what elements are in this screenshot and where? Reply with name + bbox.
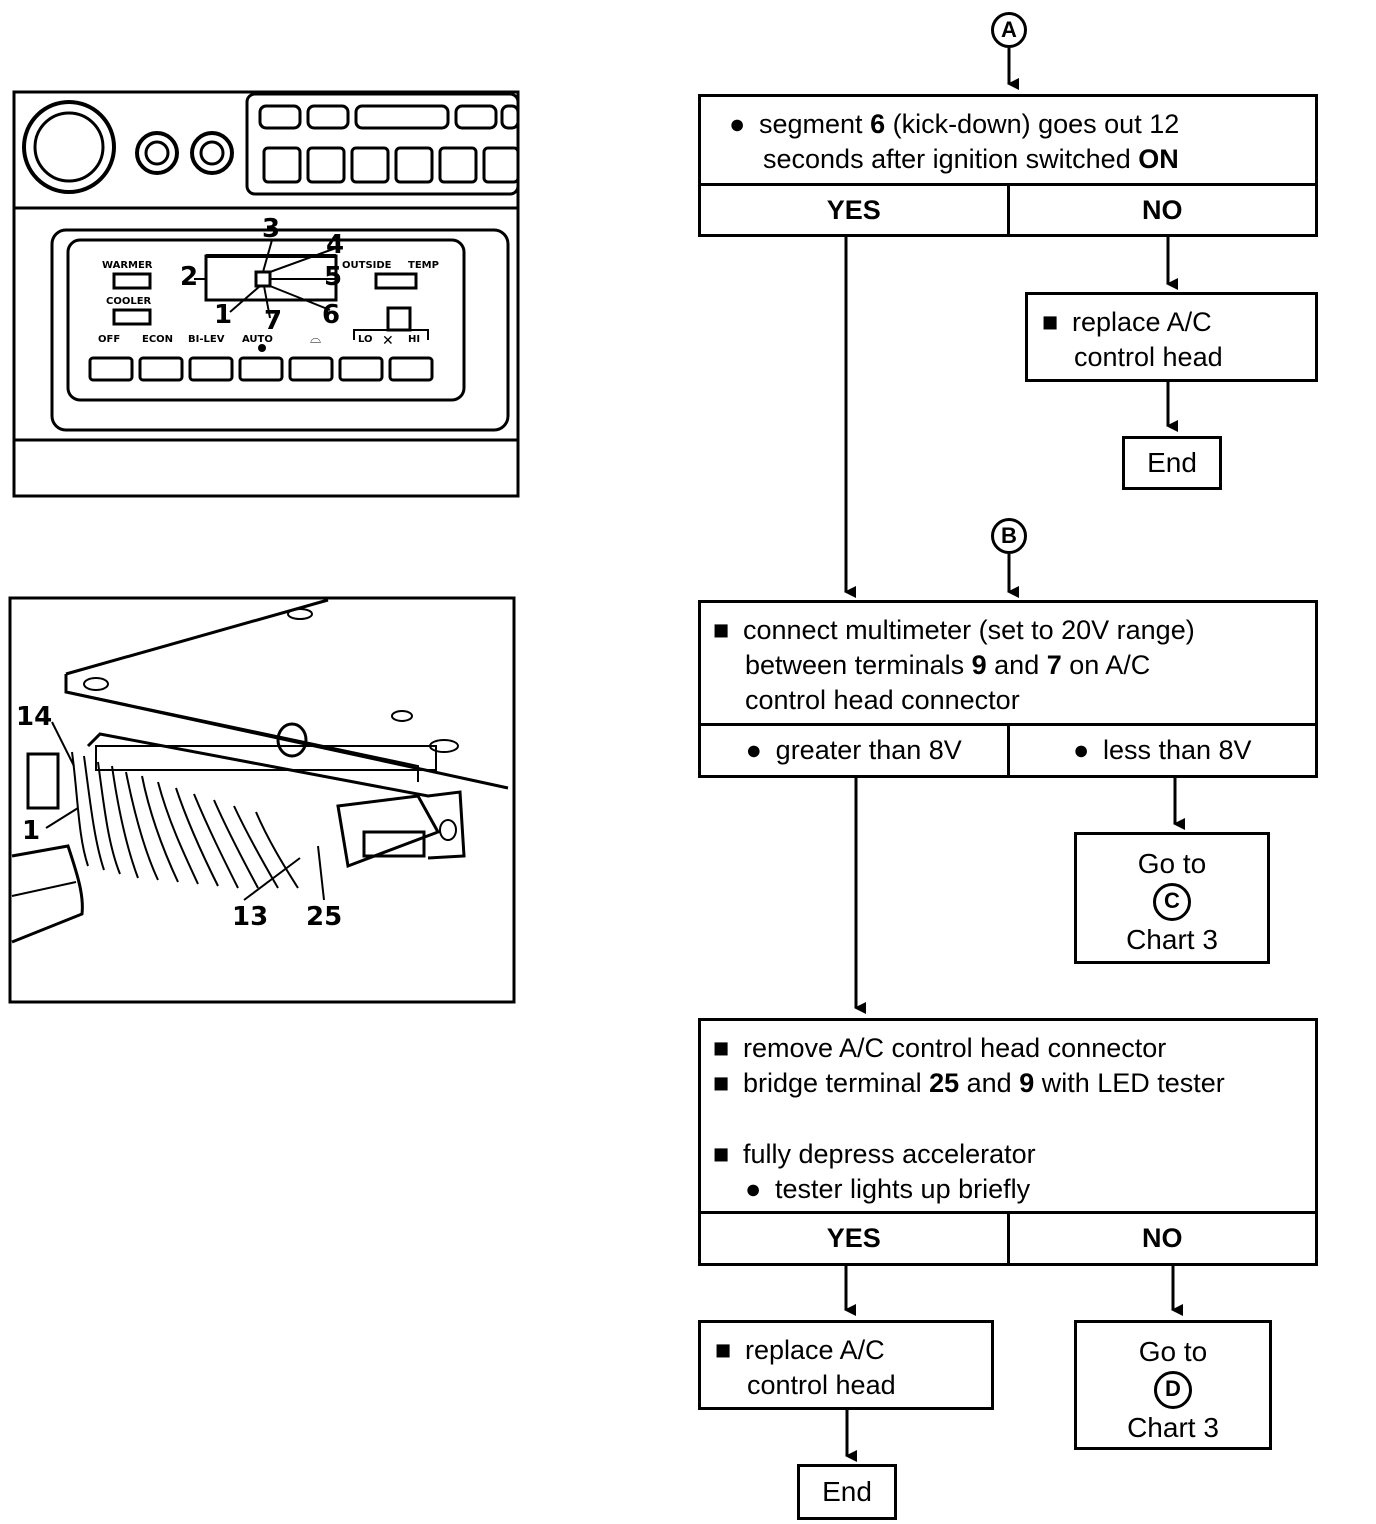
bullet-square-icon: ■ bbox=[713, 1068, 730, 1098]
step-2-line-2: between terminals 9 and 7 on A/C bbox=[745, 650, 1151, 680]
segment-6-label: 6 bbox=[322, 300, 341, 330]
terminal-14-label: 14 bbox=[16, 702, 53, 732]
step-replace-control-head-2: ■replace A/C control head bbox=[698, 1320, 994, 1410]
step-2-line-1: ■connect multimeter (set to 20V range) bbox=[713, 613, 1315, 648]
goto-chart-3-d: Go to D Chart 3 bbox=[1074, 1320, 1272, 1450]
terminal-25-label: 25 bbox=[306, 902, 343, 932]
decision-2-greater: ●greater than 8V bbox=[745, 735, 962, 765]
end-2-label: End bbox=[822, 1476, 872, 1507]
terminal-1-label: 1 bbox=[22, 816, 41, 846]
temp-label: TEMP bbox=[408, 260, 439, 271]
end-1-label: End bbox=[1147, 447, 1197, 478]
end-1: End bbox=[1122, 436, 1222, 490]
replace-2-line-1: ■replace A/C bbox=[715, 1333, 991, 1368]
connector-a: A bbox=[991, 12, 1027, 48]
step-3-line-3: ■fully depress accelerator bbox=[713, 1137, 1315, 1172]
decision-2-less: ●less than 8V bbox=[1006, 726, 1316, 775]
control-panel-drawing bbox=[12, 90, 520, 498]
econ-label: ECON bbox=[142, 334, 174, 345]
bullet-dot-icon: ● bbox=[729, 109, 746, 139]
hi-label: HI bbox=[408, 334, 421, 345]
step-replace-control-head-1: ■replace A/C control head bbox=[1025, 292, 1318, 382]
bullet-square-icon: ■ bbox=[1042, 307, 1059, 337]
terminal-13-label: 13 bbox=[232, 902, 269, 932]
lo-label: LO bbox=[358, 334, 373, 345]
replace-1-line-1: ■replace A/C bbox=[1042, 305, 1315, 340]
goto-c-line-3: Chart 3 bbox=[1126, 924, 1218, 955]
decision-3: YES NO bbox=[698, 1211, 1318, 1266]
connector-illustration: 14 1 13 25 bbox=[8, 596, 516, 1004]
goto-d-line-1: Go to bbox=[1138, 1336, 1208, 1367]
fan-icon: ✕ bbox=[382, 332, 394, 348]
segment-1-label: 1 bbox=[214, 300, 233, 330]
auto-label: AUTO bbox=[242, 334, 273, 345]
step-3-line-2: ■bridge terminal 25 and 9 with LED teste… bbox=[713, 1066, 1315, 1101]
bullet-square-icon: ■ bbox=[715, 1335, 732, 1365]
decision-2: ●greater than 8V ●less than 8V bbox=[698, 723, 1318, 778]
goto-d-circle: D bbox=[1077, 1369, 1269, 1411]
goto-d-line-3: Chart 3 bbox=[1127, 1412, 1219, 1443]
bullet-square-icon: ■ bbox=[713, 1139, 730, 1169]
segment-5-label: 5 bbox=[324, 262, 343, 292]
replace-2-line-2: control head bbox=[747, 1370, 896, 1400]
decision-3-yes: YES bbox=[826, 1223, 881, 1253]
defrost-icon: ⌓ bbox=[310, 330, 322, 346]
control-panel-illustration: WARMER COOLER OFF ECON BI-LEV AUTO OUTSI… bbox=[12, 90, 520, 500]
connector-b: B bbox=[991, 518, 1027, 554]
decision-1-no: NO bbox=[1006, 186, 1316, 234]
step-bridge-terminals: ■remove A/C control head connector ■brid… bbox=[698, 1018, 1318, 1214]
warmer-label: WARMER bbox=[102, 260, 153, 271]
step-3-line-1: ■remove A/C control head connector bbox=[713, 1031, 1315, 1066]
off-label: OFF bbox=[98, 334, 121, 345]
step-3-line-4: ●tester lights up briefly bbox=[713, 1172, 1315, 1207]
step-connect-multimeter: ■connect multimeter (set to 20V range) b… bbox=[698, 600, 1318, 726]
bullet-dot-icon: ● bbox=[1072, 735, 1090, 765]
step-segment-6-check: ●segment 6 (kick-down) goes out 12 secon… bbox=[698, 94, 1318, 186]
goto-chart-3-c: Go to C Chart 3 bbox=[1074, 832, 1270, 964]
segment-7-label: 7 bbox=[264, 306, 283, 336]
outside-label: OUTSIDE bbox=[342, 260, 392, 271]
segment-2-label: 2 bbox=[180, 262, 199, 292]
end-2: End bbox=[797, 1464, 897, 1520]
step-1-line-2: seconds after ignition switched ON bbox=[763, 144, 1179, 174]
cooler-label: COOLER bbox=[106, 296, 152, 307]
replace-1-line-2: control head bbox=[1074, 342, 1223, 372]
bullet-square-icon: ■ bbox=[713, 615, 730, 645]
bullet-dot-icon: ● bbox=[745, 1174, 762, 1204]
step-2-line-3: control head connector bbox=[745, 685, 1020, 715]
decision-1: YES NO bbox=[698, 183, 1318, 237]
decision-3-no: NO bbox=[1006, 1214, 1316, 1263]
decision-1-yes: YES bbox=[826, 194, 881, 225]
segment-4-label: 4 bbox=[326, 230, 345, 260]
segment-3-label: 3 bbox=[262, 214, 281, 244]
bullet-dot-icon: ● bbox=[745, 735, 762, 765]
connector-drawing bbox=[8, 596, 516, 1004]
goto-c-line-1: Go to bbox=[1137, 848, 1207, 879]
step-1-line-1: ●segment 6 (kick-down) goes out 12 bbox=[729, 107, 1315, 142]
bullet-square-icon: ■ bbox=[713, 1033, 730, 1063]
goto-c-circle: C bbox=[1077, 881, 1267, 923]
bilev-label: BI-LEV bbox=[188, 334, 225, 345]
